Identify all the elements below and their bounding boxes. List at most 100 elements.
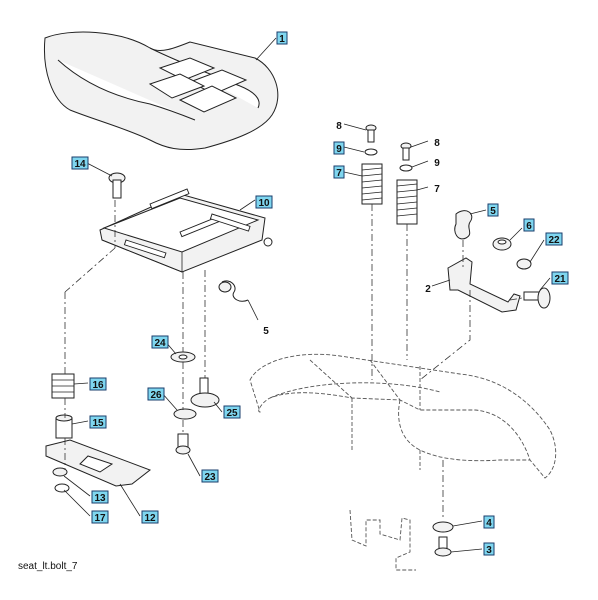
callout-24: 24 xyxy=(151,335,169,349)
callout-box xyxy=(333,141,345,155)
callout-10: 10 xyxy=(255,195,273,209)
bolt-8-left xyxy=(365,124,377,143)
callout-number: 22 xyxy=(548,235,560,246)
callout-number: 25 xyxy=(226,408,238,419)
callout-number: 9 xyxy=(434,158,440,169)
callout-box xyxy=(255,195,273,209)
bolt-8-right xyxy=(400,142,412,161)
spring-16 xyxy=(51,373,75,399)
callout-number: 9 xyxy=(336,144,342,155)
callout-26: 26 xyxy=(147,387,165,401)
callout-number: 5 xyxy=(490,206,496,217)
callout-number: 26 xyxy=(150,390,162,401)
callout-number: 7 xyxy=(336,168,342,179)
callout-box xyxy=(91,510,109,524)
slide-plate-12 xyxy=(45,439,152,487)
callout-box xyxy=(89,377,107,391)
callout-13: 13 xyxy=(91,490,109,504)
nut-13 xyxy=(52,467,68,477)
callout-22: 22 xyxy=(545,232,563,246)
callout-12: 12 xyxy=(141,510,159,524)
callout-3: 3 xyxy=(483,542,495,556)
callout-21: 21 xyxy=(551,271,569,285)
callout-box xyxy=(71,156,89,170)
callout-number: 16 xyxy=(92,380,104,391)
callout-number: 2 xyxy=(425,284,431,295)
carriage-bolt-14 xyxy=(108,172,126,199)
callout-number: 8 xyxy=(434,138,440,149)
washer-9-right xyxy=(399,164,413,172)
callout-box xyxy=(141,510,159,524)
spacer-15 xyxy=(55,414,73,439)
callout-8: 8 xyxy=(336,121,342,132)
callout-9: 9 xyxy=(333,141,345,155)
callout-1: 1 xyxy=(276,31,288,45)
bolt-21 xyxy=(523,287,551,309)
callout-box xyxy=(147,387,165,401)
callout-7: 7 xyxy=(434,184,440,195)
spring-clip-5-left xyxy=(218,280,249,302)
frame-bracket xyxy=(349,509,416,571)
callout-number: 17 xyxy=(94,513,106,524)
spring-7-right xyxy=(396,179,418,225)
nut-6 xyxy=(492,237,512,251)
callout-box xyxy=(545,232,563,246)
callout-number: 13 xyxy=(94,493,106,504)
callout-7: 7 xyxy=(333,165,345,179)
callout-number: 21 xyxy=(554,274,566,285)
callout-2: 2 xyxy=(425,284,431,295)
callout-5: 5 xyxy=(263,326,269,337)
seat-plate xyxy=(99,188,273,273)
callout-box xyxy=(89,415,107,429)
washer-4 xyxy=(432,521,454,533)
callout-box xyxy=(333,165,345,179)
fender-outline xyxy=(249,353,557,479)
callout-number: 8 xyxy=(336,121,342,132)
callout-box xyxy=(483,515,495,529)
seat-cushion xyxy=(43,31,279,151)
callout-number: 6 xyxy=(526,221,532,232)
spring-7-left xyxy=(361,163,383,205)
callout-number: 23 xyxy=(204,472,216,483)
callout-number: 15 xyxy=(92,418,104,429)
knob-bolt-25 xyxy=(190,377,220,408)
callout-box xyxy=(276,31,288,45)
callout-9: 9 xyxy=(434,158,440,169)
bracket-2 xyxy=(447,257,521,313)
diagram-caption: seat_lt.bolt_7 xyxy=(18,561,78,572)
callout-4: 4 xyxy=(483,515,495,529)
callout-box xyxy=(483,542,495,556)
callout-box xyxy=(91,490,109,504)
callout-number: 12 xyxy=(144,513,156,524)
callout-number: 5 xyxy=(263,326,269,337)
callout-box xyxy=(523,218,535,232)
washer-26 xyxy=(173,408,197,420)
callout-number: 1 xyxy=(279,34,285,45)
callout-box xyxy=(151,335,169,349)
callout-15: 15 xyxy=(89,415,107,429)
callout-number: 3 xyxy=(486,545,492,556)
callout-5: 5 xyxy=(487,203,499,217)
callout-box xyxy=(223,405,241,419)
callout-number: 7 xyxy=(434,184,440,195)
leader-lines xyxy=(63,37,551,553)
callout-box xyxy=(201,469,219,483)
nut-22 xyxy=(516,258,532,270)
callout-17: 17 xyxy=(91,510,109,524)
callout-14: 14 xyxy=(71,156,89,170)
washer-24-hole xyxy=(178,354,188,360)
assembly-lines xyxy=(64,200,523,520)
callout-6: 6 xyxy=(523,218,535,232)
callout-23: 23 xyxy=(201,469,219,483)
callout-box xyxy=(551,271,569,285)
spring-clip-5-right xyxy=(454,210,473,240)
callout-16: 16 xyxy=(89,377,107,391)
washer-17 xyxy=(54,483,70,493)
callout-box xyxy=(487,203,499,217)
bolt-23 xyxy=(175,433,191,455)
callout-number: 14 xyxy=(74,159,86,170)
callout-number: 4 xyxy=(486,518,492,529)
washer-9-left xyxy=(364,148,378,156)
